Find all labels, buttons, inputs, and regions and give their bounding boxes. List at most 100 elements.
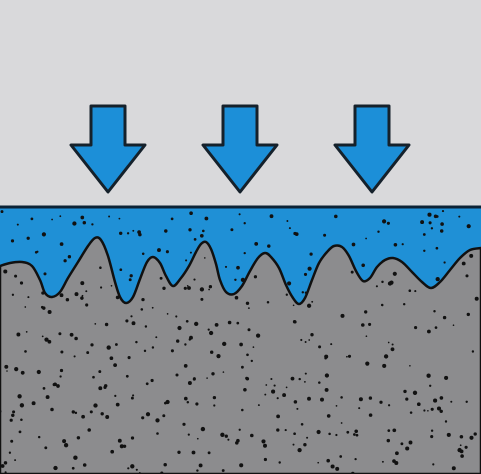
substrate-particle [451, 466, 456, 471]
substrate-particle [306, 303, 312, 308]
substrate-particle [293, 400, 298, 404]
substrate-particle [186, 400, 190, 404]
substrate-particle [311, 300, 314, 303]
substrate-particle [227, 438, 230, 441]
substrate-particle [20, 370, 25, 375]
coating-particle [439, 229, 444, 233]
substrate-particle [460, 454, 464, 458]
substrate-particle [0, 464, 5, 468]
substrate-particle [82, 463, 87, 467]
pressure-arrows [69, 104, 411, 194]
substrate-particle [320, 397, 324, 402]
coating-particle [334, 214, 338, 219]
coating-particle [254, 242, 259, 246]
substrate-particle [145, 382, 149, 386]
substrate-particle [465, 274, 469, 278]
substrate-particle [469, 253, 474, 258]
substrate-particle [457, 447, 462, 453]
substrate-particle [414, 326, 418, 330]
substrate-particle [198, 463, 203, 468]
substrate-particle [439, 409, 443, 414]
substrate-particle [474, 296, 479, 301]
coating-particle [422, 233, 426, 236]
substrate-particle [236, 321, 240, 325]
substrate-particle [429, 384, 432, 387]
substrate-particle [44, 337, 49, 342]
substrate-particle [402, 302, 406, 306]
substrate-particle [328, 432, 331, 436]
substrate-particle [263, 457, 267, 462]
coating-particle [238, 213, 241, 216]
substrate-particle [114, 394, 117, 398]
substrate-particle [155, 336, 158, 339]
substrate-particle [227, 320, 232, 325]
coating-particles [0, 210, 471, 294]
substrate-particle [163, 462, 167, 467]
substrate-particle [354, 457, 357, 461]
substrate-particle [110, 449, 115, 454]
substrate-particle [304, 372, 307, 375]
substrate-particle [247, 328, 251, 332]
substrate-particle [183, 364, 188, 368]
substrate-particle [130, 315, 133, 318]
substrate-particle [86, 351, 90, 355]
coating-particle [201, 229, 205, 233]
substrate-particle [60, 350, 64, 354]
substrate-particle [56, 384, 60, 388]
substrate-particle [18, 430, 22, 434]
substrate-particle [252, 346, 255, 348]
substrate-particle [430, 435, 434, 439]
coating-particle [199, 233, 204, 238]
substrate-particle [436, 406, 442, 411]
substrate-particle [19, 281, 24, 285]
substrate-particle [12, 410, 16, 414]
substrate-particle [464, 445, 468, 449]
substrate-particle [339, 455, 343, 458]
substrate-particle [433, 310, 436, 313]
substrate-particle [358, 397, 363, 402]
coating-particle [420, 221, 424, 224]
substrate-particle [138, 471, 141, 474]
coating-particle [119, 268, 123, 272]
coating-particle [288, 227, 291, 230]
coating-particle [307, 266, 312, 271]
substrate-particle [222, 341, 227, 347]
substrate-particle [135, 468, 138, 471]
coating-particle [188, 228, 192, 232]
substrate-particle [193, 278, 196, 281]
substrate-particle [74, 411, 78, 415]
coating-particle [377, 230, 380, 233]
substrate-particle [292, 304, 295, 307]
coating-particle [165, 250, 169, 254]
coating-particle [59, 242, 64, 246]
substrate-particle [290, 376, 295, 381]
substrate-particle [270, 377, 273, 381]
substrate-particle [335, 405, 338, 407]
substrate-particle [380, 303, 384, 307]
substrate-particle [203, 257, 206, 259]
coating-particle [234, 278, 237, 282]
substrate-particle [195, 402, 199, 406]
substrate-particle [127, 356, 131, 360]
substrate-particle [255, 333, 261, 338]
substrate-particle [24, 306, 27, 308]
substrate-particle [159, 276, 163, 280]
substrate-particle [207, 451, 211, 455]
substrate-particle [391, 343, 394, 346]
substrate-particle [194, 321, 199, 327]
substrate-particle [236, 438, 240, 443]
substrate-particle [188, 338, 192, 341]
substrate-particle [175, 315, 178, 318]
substrate-particle [276, 414, 280, 419]
substrate-particle [216, 354, 221, 359]
substrate-particle [80, 281, 85, 286]
substrate-particle [182, 422, 186, 426]
substrate-particle [444, 375, 449, 380]
substrate-particle [379, 400, 383, 404]
coating-particle [309, 252, 313, 256]
substrate-particle [318, 381, 321, 384]
substrate-particle [14, 274, 18, 278]
substrate-particle [71, 410, 76, 414]
substrate-particle [183, 396, 188, 401]
substrate-particle [73, 455, 78, 460]
